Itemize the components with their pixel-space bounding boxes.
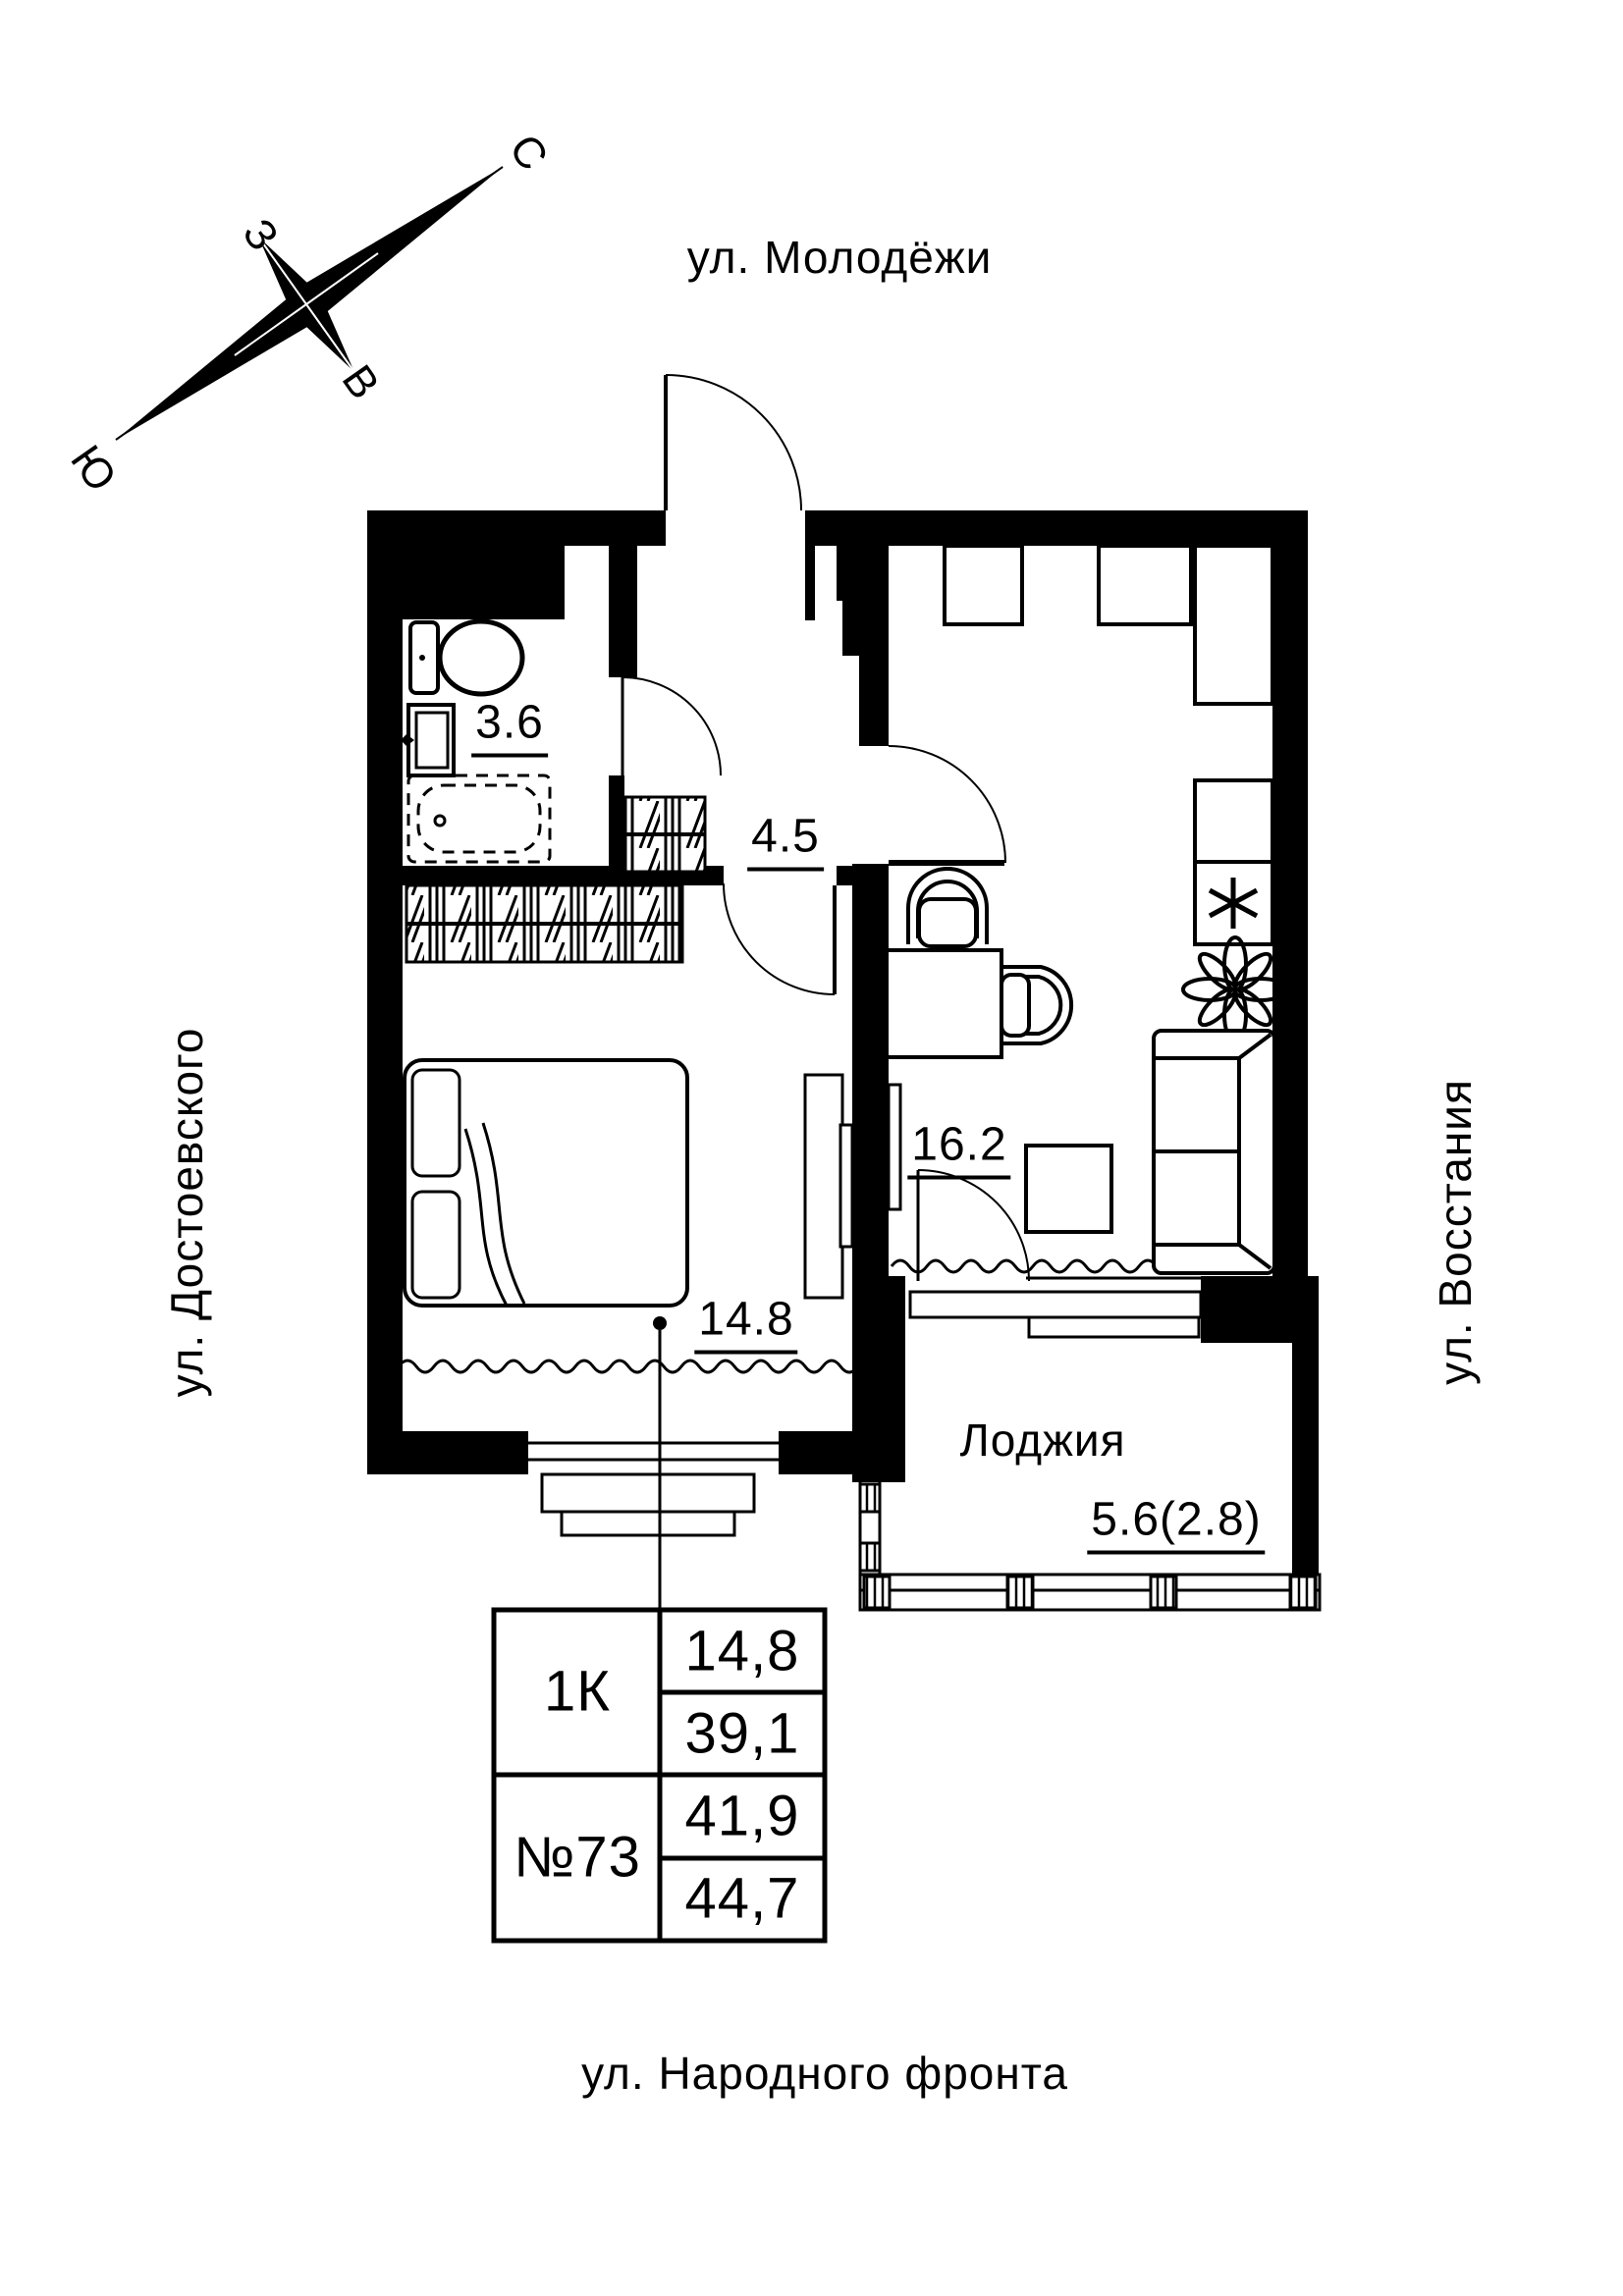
entrance-door: [664, 374, 802, 511]
toilet-icon: [408, 618, 525, 697]
info-table-total-with-loggia: 44,7: [684, 1866, 800, 1931]
stove-burner-icon: [1208, 878, 1259, 929]
info-table-total-area: 41,9: [684, 1784, 800, 1848]
room-label-hall: 4.5: [747, 810, 824, 872]
room-label-bathroom: 3.6: [471, 696, 548, 758]
info-table-type: 1К: [543, 1659, 612, 1724]
bedroom-door: [723, 882, 837, 995]
plant-icon: [1181, 935, 1289, 1043]
info-table-grid: [491, 1607, 828, 1944]
hall-closet: [622, 795, 707, 874]
coffee-table: [1024, 1144, 1113, 1234]
room-label-loggia-area: 5.6(2.8): [1087, 1493, 1266, 1555]
bedroom-dresser: [803, 1073, 854, 1300]
street-label-right: ул. Восстания: [1430, 1079, 1481, 1385]
compass-rose-icon: [115, 166, 504, 441]
bedroom-wardrobe: [405, 883, 684, 964]
balcony-door: [916, 1169, 1030, 1282]
loggia-glazing: [858, 1482, 1322, 1612]
walls: [367, 510, 1319, 1602]
desk-chair-top: [906, 867, 989, 948]
info-table-room-area: 14,8: [684, 1619, 800, 1683]
living-window: [908, 1276, 1203, 1339]
living-tv: [887, 1083, 902, 1211]
room-label-loggia-name: Лоджия: [959, 1415, 1126, 1466]
sofa: [1152, 1029, 1276, 1275]
street-label-left: ул. Достоевского: [161, 1027, 212, 1398]
bed: [403, 1058, 689, 1308]
desk: [885, 948, 1003, 1059]
living-room-door: [888, 745, 1006, 866]
desk-chair-right: [1000, 965, 1074, 1045]
street-label-bottom: ул. Народного фронта: [581, 2048, 1068, 2099]
room-label-living: 16.2: [907, 1118, 1011, 1180]
info-table-unit-number: №73: [514, 1825, 641, 1890]
street-label-top: ул. Молодёжи: [686, 232, 993, 283]
sink-icon: [401, 703, 456, 777]
room-label-bedroom: 14.8: [694, 1293, 798, 1355]
info-table-living-area: 39,1: [684, 1701, 800, 1766]
leader-line: [653, 1316, 667, 1610]
kitchen-cabinets: [943, 544, 1274, 946]
bedroom-curtain: [397, 1359, 860, 1374]
bedroom-window: [528, 1441, 779, 1537]
bathroom-door: [621, 676, 722, 776]
bathtub-icon: [406, 774, 552, 864]
